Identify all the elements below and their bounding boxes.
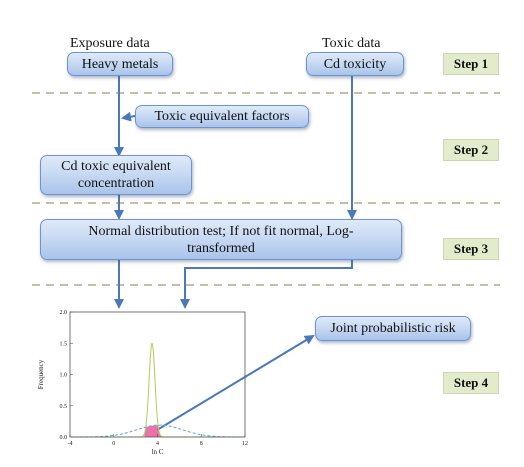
x-tick-label-1: 0 <box>112 441 115 447</box>
x-tick-label-2: 4 <box>156 441 159 447</box>
step-1-badge: Step 1 <box>443 53 499 75</box>
cd-toxic-equivalent-box: Cd toxic equivalent concentration <box>40 155 192 195</box>
joint-probabilistic-risk-box: Joint probabilistic risk <box>315 316 471 341</box>
x-tick-label-3: 8 <box>200 441 203 447</box>
normal-distribution-test-box: Normal distribution test; If not fit nor… <box>40 219 402 260</box>
arrow-overlap-to-joint-risk <box>156 334 315 431</box>
heavy-metals-box: Heavy metals <box>67 52 173 76</box>
arrow-test-to-chart-right <box>180 260 353 309</box>
toxic-equivalent-factors-box: Toxic equivalent factors <box>135 105 309 128</box>
x-tick-label-4: 12 <box>242 441 248 447</box>
y-axis-label: Frequency <box>37 359 45 389</box>
exposure-data-caption: Exposure data <box>70 36 150 51</box>
distribution-curve-1 <box>70 343 245 438</box>
toxic-data-caption: Toxic data <box>322 36 381 51</box>
arrow-tef-to-line <box>121 111 136 122</box>
y-tick-label-2: 1.0 <box>60 373 68 379</box>
y-tick-label-3: 1.5 <box>60 341 68 347</box>
x-axis-label: ln C <box>152 448 164 456</box>
step-3-badge: Step 3 <box>443 238 499 260</box>
step-2-badge: Step 2 <box>443 139 499 161</box>
y-tick-label-1: 0.5 <box>60 404 68 410</box>
overlap-area <box>144 425 165 437</box>
y-tick-label-0: 0.0 <box>60 435 68 441</box>
x-tick-label-0: -4 <box>68 441 73 447</box>
y-tick-label-4: 2.0 <box>60 310 68 316</box>
cd-toxicity-box: Cd toxicity <box>306 52 404 76</box>
step-4-badge: Step 4 <box>443 372 499 394</box>
